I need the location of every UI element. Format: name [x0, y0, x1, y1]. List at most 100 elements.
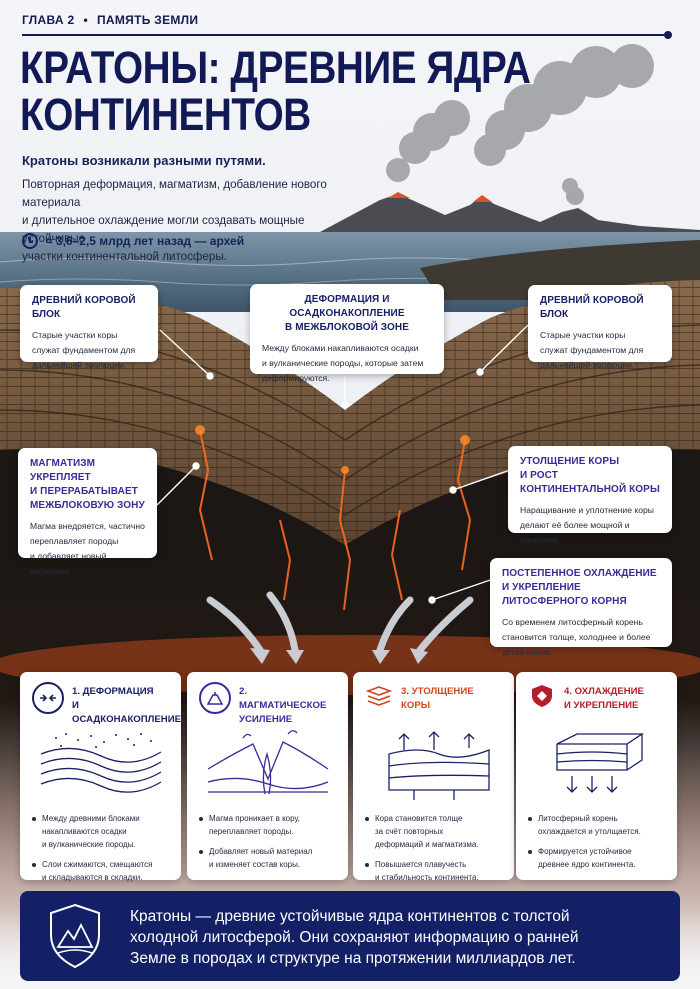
title-line: КРАТОНЫ: ДРЕВНИЕ ЯДРА [20, 42, 531, 93]
lead-text: Кратоны возникали разными путями. [22, 153, 266, 168]
intro-text: Повторная деформация, магматизм, добавле… [22, 176, 362, 266]
desc-line: Со временем литосферный корень [502, 617, 643, 627]
stage-title: 3. УТОЛЩЕНИЕ КОРЫ [401, 685, 474, 713]
title-line: И ПЕРЕРАБАТЫВАЕТ [30, 486, 138, 497]
mountain-shield-icon [48, 903, 102, 974]
callout-desc: Со временем литосферный корень становитс… [502, 615, 660, 660]
callout-ancient-block-left: ДРЕВНИЙ КОРОВОЙ БЛОК Старые участки коры… [20, 285, 158, 370]
callout-desc: Старые участки коры служат фундаментом д… [32, 328, 146, 373]
title-line: ПОСТЕПЕННОЕ ОХЛАЖДЕНИЕ [502, 568, 657, 579]
callout-title: ДРЕВНИЙ КОРОВОЙ БЛОК [540, 295, 644, 320]
desc-line: делают её более мощной и [520, 520, 630, 530]
summary-text: Кратоны — древние устойчивые ядра контин… [130, 906, 660, 969]
callout-title: ДРЕВНИЙ КОРОВОЙ БЛОК [32, 295, 136, 320]
summary-line: холодной литосферой. Они сохраняют инфор… [130, 929, 579, 946]
desc-line: Наращивание и уплотнение коры [520, 505, 654, 515]
title-line: УСИЛЕНИЕ [239, 714, 293, 725]
cooling-root-illustration [528, 724, 665, 802]
title-line: 3. УТОЛЩЕНИЕ [401, 686, 474, 697]
section-label: ПАМЯТЬ ЗЕМЛИ [96, 13, 199, 27]
desc-line: и вулканические породы, которые затем [262, 358, 424, 368]
desc-line: и добавляет новый материал. [30, 551, 107, 576]
page-title: КРАТОНЫ: ДРЕВНИЕ ЯДРА КОНТИНЕНТОВ [20, 42, 531, 140]
callout-desc: Старые участки коры служат фундаментом д… [540, 328, 660, 373]
desc-line: становится толще, холоднее и более [502, 632, 651, 642]
stage-header: 3. УТОЛЩЕНИЕ КОРЫ [365, 682, 502, 716]
shield-icon [528, 682, 556, 710]
stage-card-deformation: 1. ДЕФОРМАЦИЯ И ОСАДКОНАКОПЛЕНИЕ Между д… [20, 672, 181, 882]
header-rule-dot [664, 31, 672, 39]
stage-title: 1. ДЕФОРМАЦИЯ И ОСАДКОНАКОПЛЕНИЕ [72, 685, 181, 727]
clock-icon [22, 233, 38, 249]
title-line: КОРЫ [401, 700, 431, 711]
title-line: ДЕФОРМАЦИЯ И ОСАДКОНАКОПЛЕНИЕ [289, 294, 405, 319]
title-line: И ОСАДКОНАКОПЛЕНИЕ [72, 700, 182, 725]
desc-line: дальнейшей эволюции. [32, 360, 127, 370]
chapter-header: ГЛАВА 2•ПАМЯТЬ ЗЕМЛИ [22, 13, 198, 27]
title-line: В МЕЖБЛОКОВОЙ ЗОНЕ [285, 322, 409, 333]
stage-title: 4. ОХЛАЖДЕНИЕ И УКРЕПЛЕНИЕ [564, 685, 644, 713]
folded-layers-illustration [32, 724, 169, 802]
time-range: ≈ 3,6–2,5 млрд лет назад — архей [22, 233, 244, 249]
desc-line: дальнейшей эволюции. [540, 360, 635, 370]
desc-line: Магма внедряется, частично [30, 521, 145, 531]
callout-desc: Магма внедряется, частично переплавляет … [30, 519, 145, 579]
callout-title: ПОСТЕПЕННОЕ ОХЛАЖДЕНИЕ И УКРЕПЛЕНИЕ ЛИТО… [502, 567, 660, 609]
title-line: МЕЖБЛОКОВУЮ ЗОНУ [30, 500, 145, 511]
desc-line: Между блоками накапливаются осадки [262, 343, 419, 353]
callout-cooling-root: ПОСТЕПЕННОЕ ОХЛАЖДЕНИЕ И УКРЕПЛЕНИЕ ЛИТО… [490, 558, 672, 657]
title-line: 1. ДЕФОРМАЦИЯ [72, 686, 154, 697]
title-line: МАГМАТИЗМ УКРЕПЛЯЕТ [30, 458, 96, 483]
callout-title: УТОЛЩЕНИЕ КОРЫ И РОСТ КОНТИНЕНТАЛЬНОЙ КО… [520, 455, 660, 497]
desc-line: служат фундаментом для [540, 345, 644, 355]
title-line: И УКРЕПЛЕНИЕ ЛИТОСФЕРНОГО КОРНЯ [502, 582, 627, 607]
desc-line: Старые участки коры [540, 330, 626, 340]
intro-line: участки континентальной литосферы. [22, 250, 227, 263]
intro-line: Повторная деформация, магматизм, добавле… [22, 178, 327, 209]
layers-icon [365, 682, 393, 710]
stage-bullets: Магма проникает в кору,переплавляет поро… [199, 812, 336, 871]
magma-intrusion-illustration [199, 724, 336, 802]
desc-line: служат фундаментом для [32, 345, 136, 355]
time-text: ≈ 3,6–2,5 млрд лет назад — архей [46, 234, 245, 248]
stage-header: 2. МАГМАТИЧЕСКОЕ УСИЛЕНИЕ [199, 682, 336, 725]
header-separator: • [83, 13, 88, 27]
stage-card-cooling: 4. ОХЛАЖДЕНИЕ И УКРЕПЛЕНИЕ Литосферный к… [516, 672, 677, 880]
callout-desc: Между блоками накапливаются осадки и вул… [262, 341, 432, 386]
compress-arrows-icon [32, 682, 64, 714]
stage-card-magmatic: 2. МАГМАТИЧЕСКОЕ УСИЛЕНИЕ Магма проникае… [187, 672, 348, 880]
title-line: 2. МАГМАТИЧЕСКОЕ [239, 686, 327, 711]
summary-line: Кратоны — древние устойчивые ядра контин… [130, 908, 570, 925]
title-line: 4. ОХЛАЖДЕНИЕ [564, 686, 644, 697]
callout-deformation-zone: ДЕФОРМАЦИЯ И ОСАДКОНАКОПЛЕНИЕ В МЕЖБЛОКО… [250, 284, 444, 383]
crust-thickening-illustration [365, 724, 502, 802]
callout-ancient-block-right: ДРЕВНИЙ КОРОВОЙ БЛОК Старые участки коры… [528, 285, 672, 370]
stage-header: 1. ДЕФОРМАЦИЯ И ОСАДКОНАКОПЛЕНИЕ [32, 682, 181, 725]
title-line: КОНТИНЕНТОВ [20, 89, 311, 140]
stage-header: 4. ОХЛАЖДЕНИЕ И УКРЕПЛЕНИЕ [528, 682, 665, 716]
callout-crust-thickening: УТОЛЩЕНИЕ КОРЫ И РОСТ КОНТИНЕНТАЛЬНОЙ КО… [508, 446, 672, 545]
summary-banner: Кратоны — древние устойчивые ядра контин… [20, 891, 680, 981]
desc-line: устойчивым. [502, 647, 553, 657]
title-line: И РОСТ КОНТИНЕНТАЛЬНОЙ КОРЫ [520, 470, 660, 495]
callout-desc: Наращивание и уплотнение коры делают её … [520, 503, 660, 548]
bullet-item: Магма проникает в кору,переплавляет поро… [199, 812, 336, 838]
header-rule [22, 34, 666, 36]
desc-line: Старые участки коры [32, 330, 118, 340]
desc-line: плавучей. [520, 535, 560, 545]
stage-title: 2. МАГМАТИЧЕСКОЕ УСИЛЕНИЕ [239, 685, 336, 727]
desc-line: переплавляет породы [30, 536, 119, 546]
summary-line: Земле в породах и структуре на протяжени… [130, 950, 576, 967]
title-line: УТОЛЩЕНИЕ КОРЫ [520, 456, 620, 467]
callout-title: МАГМАТИЗМ УКРЕПЛЯЕТ И ПЕРЕРАБАТЫВАЕТ МЕЖ… [30, 457, 145, 513]
desc-line: деформируются. [262, 373, 330, 383]
